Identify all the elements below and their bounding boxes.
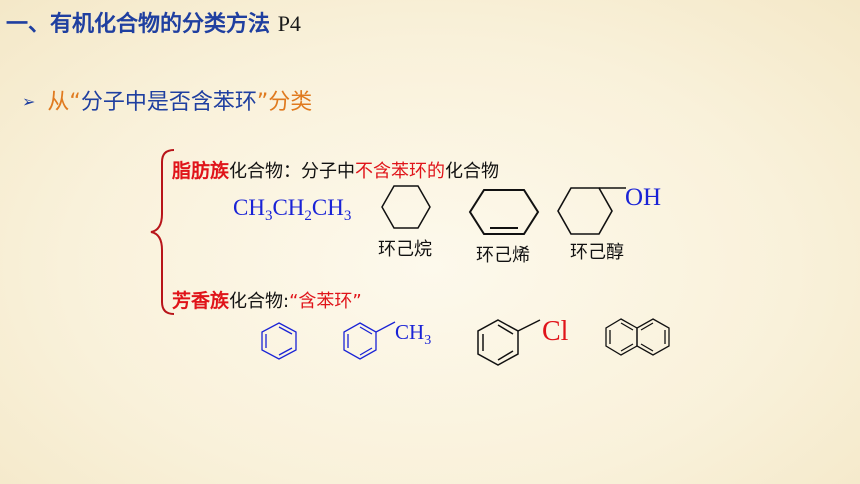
bullet-prefix: 从: [47, 90, 70, 115]
methyl-sub: 3: [424, 333, 432, 348]
aromatic-term: 芳香族: [172, 290, 230, 312]
bullet-point: ➢ 从“分子中是否含苯环”分类: [22, 84, 312, 116]
brace-icon: [150, 149, 175, 315]
hydroxyl-label: OH: [625, 184, 662, 211]
cyclohexane-icon: [381, 185, 431, 229]
cyclohexene-icon: [468, 189, 540, 235]
caption-cyclohexane: 环己烷: [378, 239, 432, 260]
methyl-label: CH3: [395, 320, 431, 349]
chlorine-label: Cl: [542, 316, 569, 347]
formula-sub: 2: [304, 208, 312, 224]
aromatic-quoted: “含苯环”: [289, 291, 362, 312]
quote-close: ”: [256, 90, 269, 115]
arrow-bullet-icon: ➢: [22, 92, 36, 111]
formula-part: CH: [233, 195, 265, 220]
formula-sub: 3: [264, 208, 273, 224]
toluene-icon: [343, 321, 396, 360]
aliphatic-term: 脂肪族: [172, 160, 230, 182]
aliphatic-highlight: 不含苯环的: [355, 161, 446, 182]
quote-open: “: [69, 90, 81, 115]
formula-part: CH: [272, 195, 305, 220]
propane-formula: CH3CH2CH3: [233, 195, 351, 225]
benzene-icon: [261, 322, 297, 360]
page-reference: P4: [277, 11, 301, 36]
bullet-keyword: 分子中是否含苯环: [80, 90, 257, 115]
naphthalene-icon: [605, 318, 670, 356]
caption-cyclohexanol: 环己醇: [570, 242, 624, 263]
aliphatic-end: 化合物: [445, 161, 500, 182]
aliphatic-mid: 化合物：分子中: [229, 161, 356, 182]
aromatic-definition: 芳香族化合物:“含苯环”: [172, 286, 362, 313]
methyl-part: CH: [395, 320, 425, 344]
bullet-suffix: 分类: [268, 90, 313, 115]
caption-cyclohexene: 环己烯: [476, 245, 530, 266]
aromatic-mid: 化合物:: [229, 291, 290, 312]
cyclohexanol-icon: [557, 187, 626, 235]
formula-part: CH: [311, 195, 344, 220]
title-text: 一、有机化合物的分类方法: [6, 12, 271, 37]
formula-sub: 3: [343, 208, 352, 224]
page-title: 一、有机化合物的分类方法 P4: [6, 6, 301, 38]
chlorobenzene-icon: [477, 319, 541, 366]
aliphatic-definition: 脂肪族化合物：分子中不含苯环的化合物: [172, 156, 499, 183]
